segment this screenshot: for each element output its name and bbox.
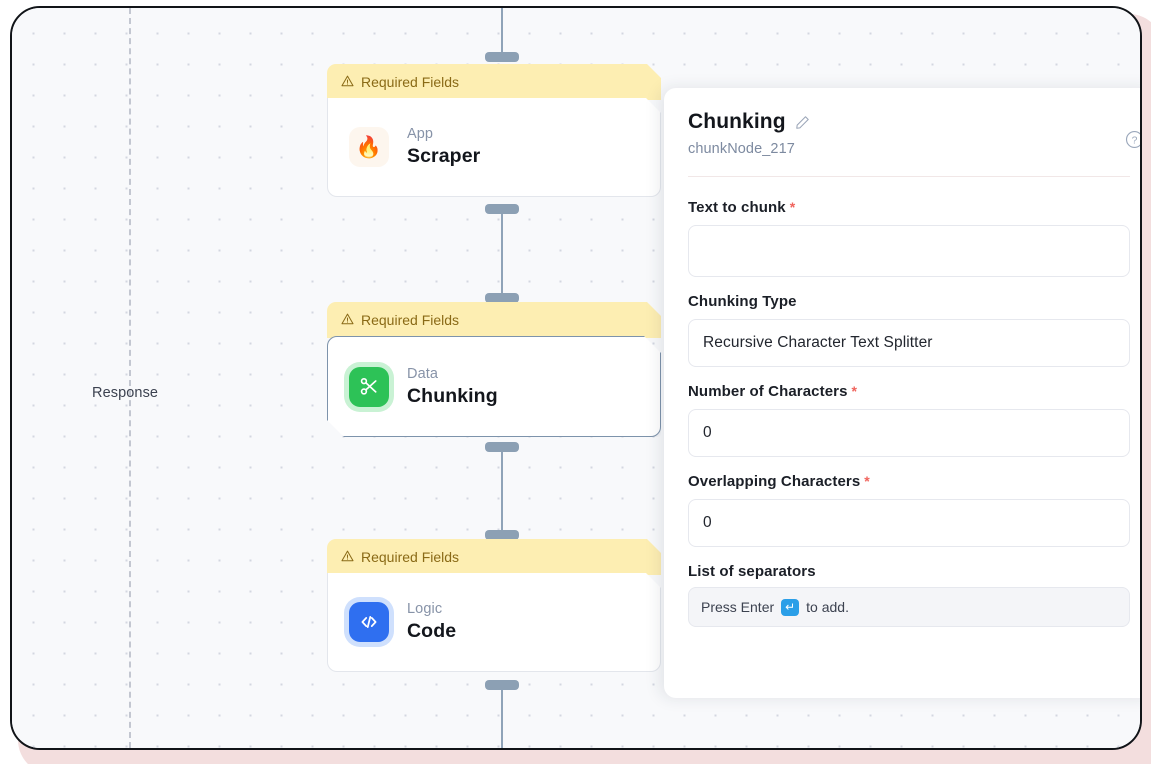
required-fields-banner-code: Required Fields — [327, 539, 661, 575]
node-handle-top-2[interactable] — [485, 293, 519, 303]
field-list-of-separators: List of separators Press Enter ↵ to add. — [688, 563, 1130, 627]
code-brackets-icon — [349, 602, 389, 642]
response-divider-line — [129, 8, 131, 748]
separators-input[interactable]: Press Enter ↵ to add. — [688, 587, 1130, 627]
question-circle-icon[interactable]: ? — [1125, 130, 1140, 149]
edge-code-outgoing — [501, 683, 503, 748]
node-handle-top-3[interactable] — [485, 530, 519, 540]
required-fields-banner-label-chunking: Required Fields — [361, 312, 460, 328]
canvas-frame: Response Required Fields — [10, 6, 1142, 750]
chunking-type-select[interactable]: Recursive Character Text Splitter — [688, 319, 1130, 367]
field-label-number-of-characters: Number of Characters * — [688, 383, 858, 400]
node-properties-panel: Chunking chunkNode_217 ? — [664, 88, 1140, 698]
node-name-label-scraper: Scraper — [407, 145, 481, 167]
flow-node-code[interactable]: Required Fields Logic Code — [327, 539, 661, 672]
field-label-list-of-separators: List of separators — [688, 563, 816, 580]
enter-key-icon: ↵ — [781, 598, 800, 616]
svg-text:?: ? — [1132, 135, 1138, 146]
edge-scraper-to-chunking — [501, 206, 503, 306]
overlapping-characters-input[interactable]: 0 — [688, 499, 1130, 547]
flow-node-chunking[interactable]: Required Fields Data Chunking — [327, 302, 661, 437]
required-asterisk: * — [851, 383, 858, 399]
node-name-label-chunking: Chunking — [407, 384, 498, 407]
scissors-icon — [349, 367, 389, 407]
node-kind-label-scraper: App — [407, 126, 434, 142]
node-handle-top-1[interactable] — [485, 52, 519, 62]
node-card-code[interactable]: Logic Code — [327, 573, 661, 672]
field-label-text-to-chunk: Text to chunk * — [688, 199, 796, 216]
warning-triangle-icon — [341, 75, 354, 87]
panel-title: Chunking — [688, 110, 786, 133]
node-card-chunking[interactable]: Data Chunking — [327, 336, 661, 437]
response-label: Response — [92, 385, 159, 401]
edge-top-incoming — [501, 8, 503, 56]
warning-triangle-icon — [341, 313, 354, 325]
field-number-of-characters: Number of Characters * 0 — [688, 383, 1130, 457]
field-overlapping-characters: Overlapping Characters * 0 — [688, 473, 1130, 547]
panel-divider — [688, 176, 1130, 177]
separators-hint-prefix: Press Enter — [701, 599, 775, 615]
field-chunking-type: Chunking Type Recursive Character Text S… — [688, 293, 1130, 367]
pencil-icon[interactable] — [795, 115, 810, 130]
node-kind-label-code: Logic — [407, 601, 443, 617]
node-card-scraper[interactable]: 🔥 App Scraper — [327, 98, 661, 197]
field-label-chunking-type: Chunking Type — [688, 293, 797, 310]
node-handle-bottom-3[interactable] — [485, 680, 519, 690]
text-to-chunk-input[interactable] — [688, 225, 1130, 277]
required-fields-banner-label-code: Required Fields — [361, 549, 460, 565]
flame-icon: 🔥 — [349, 127, 389, 167]
edge-chunking-to-code — [501, 445, 503, 545]
node-handle-bottom-1[interactable] — [485, 204, 519, 214]
field-label-overlapping-characters: Overlapping Characters * — [688, 473, 870, 490]
panel-fields: Text to chunk * Chunking Type Recursive … — [664, 177, 1140, 627]
node-name-label-code: Code — [407, 620, 457, 642]
field-text-to-chunk: Text to chunk * — [688, 199, 1130, 277]
required-fields-banner-label-scraper: Required Fields — [361, 74, 460, 90]
required-fields-banner-chunking: Required Fields — [327, 302, 661, 338]
panel-header: Chunking chunkNode_217 ? — [664, 88, 1140, 157]
warning-triangle-icon — [341, 550, 354, 562]
node-kind-label-chunking: Data — [407, 365, 439, 382]
number-of-characters-input[interactable]: 0 — [688, 409, 1130, 457]
required-asterisk: * — [789, 199, 796, 215]
required-fields-banner-scraper: Required Fields — [327, 64, 661, 100]
panel-node-id: chunkNode_217 — [688, 141, 795, 157]
required-asterisk: * — [864, 473, 870, 489]
flow-node-scraper[interactable]: Required Fields 🔥 App Scraper — [327, 64, 661, 197]
node-handle-bottom-2[interactable] — [485, 442, 519, 452]
separators-hint-suffix: to add. — [806, 599, 849, 615]
